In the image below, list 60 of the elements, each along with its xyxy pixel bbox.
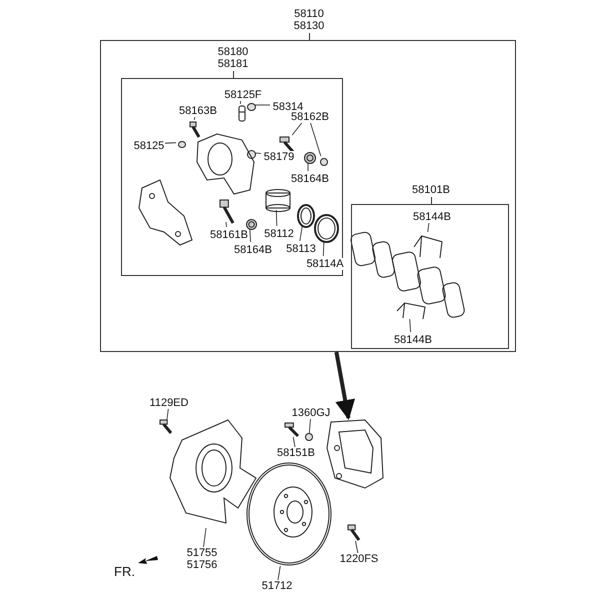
bleeder-screw-drawing	[238, 106, 246, 121]
part-number: 58144B	[412, 211, 452, 223]
part-number: 58161B	[209, 229, 249, 241]
bolt-drawing	[160, 420, 172, 434]
seal-ring-drawing	[314, 214, 339, 243]
part-number: 58163B	[178, 105, 218, 117]
assembly-arrow	[334, 352, 356, 420]
part-number: 51756	[184, 559, 220, 571]
part-number: 51755	[184, 547, 220, 559]
leader-line	[300, 226, 303, 242]
part-number: 58151B	[275, 447, 317, 459]
part-number: 58162B	[291, 111, 329, 123]
part-number: 58164B	[233, 244, 273, 256]
bolt-drawing	[285, 423, 299, 437]
cap-drawing	[305, 433, 313, 441]
leader-line	[254, 104, 270, 106]
caliper-assembly-drawing	[325, 418, 385, 490]
boot-drawing	[304, 152, 316, 164]
leader-line	[276, 210, 278, 226]
spring-clip-drawing	[412, 234, 444, 260]
part-number: 1129ED	[148, 397, 190, 409]
part-number: 58113	[285, 243, 317, 255]
leader-line	[355, 540, 358, 554]
leader-line	[409, 318, 411, 332]
part-number: 51712	[260, 580, 294, 592]
part-number: 1360GJ	[290, 407, 332, 419]
leader-line	[310, 120, 322, 156]
caliper-housing-drawing	[196, 133, 256, 195]
part-number: 58314	[272, 101, 304, 113]
leader-line	[292, 436, 296, 448]
leader-line	[308, 418, 311, 434]
part-number: 58179	[263, 151, 295, 163]
leader-line	[322, 240, 324, 256]
part-number: 58112	[263, 228, 295, 240]
bolt-drawing	[190, 122, 200, 138]
bolt-drawing	[220, 200, 234, 224]
part-number: 58144B	[393, 334, 433, 346]
bolt-drawing	[348, 525, 360, 541]
bolt-drawing	[280, 137, 295, 154]
caliper-bracket-drawing	[138, 179, 194, 247]
brake-disc-drawing	[246, 462, 332, 566]
spring-clip-drawing	[395, 301, 427, 321]
leader-line	[249, 228, 251, 242]
leader-line	[278, 566, 281, 580]
boot-drawing	[246, 219, 257, 230]
part-number: 1220FS	[338, 553, 380, 565]
cap-drawing	[247, 103, 256, 111]
leader-line	[292, 120, 304, 136]
leader-line	[226, 222, 227, 228]
leader-line	[203, 528, 206, 548]
leader-line	[166, 408, 169, 420]
part-number: 58164B	[291, 173, 329, 185]
part-number: 58125F	[224, 89, 262, 101]
seal-ring-drawing	[297, 204, 315, 228]
part-number: 58114A	[305, 258, 345, 270]
piston-drawing	[264, 189, 292, 212]
cap-drawing	[178, 141, 186, 148]
part-number: 58125	[133, 140, 165, 152]
direction-label: FR.	[114, 564, 135, 579]
cap-drawing	[320, 158, 328, 166]
